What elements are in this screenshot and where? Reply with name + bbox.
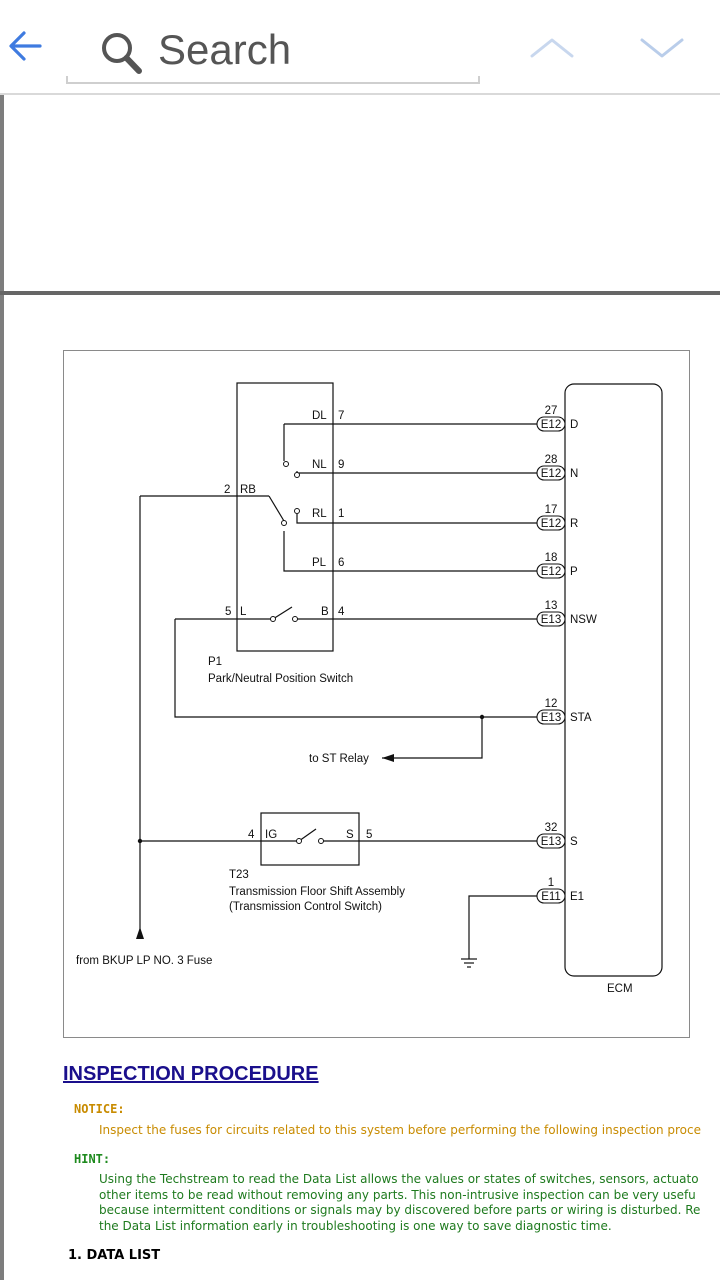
hint-label: HINT: — [74, 1152, 111, 1166]
t23-id: T23 — [229, 869, 249, 881]
pin-l: L — [240, 606, 247, 618]
toolbar-divider — [0, 93, 720, 95]
pin-l-num: 5 — [225, 606, 231, 618]
pin-rl-num: 1 — [338, 508, 344, 520]
ecm-connector-id: E13 — [541, 712, 561, 724]
ecm-pin-number: 32 — [545, 822, 558, 834]
ecm-pin-label: STA — [570, 712, 592, 724]
ecm-pin-number: 28 — [545, 454, 558, 466]
ecm-pin-label: E1 — [570, 891, 584, 903]
ecm-pin-label: NSW — [570, 614, 597, 626]
previous-page — [0, 95, 720, 291]
chevron-up-icon — [530, 38, 574, 58]
t23-ig: IG — [265, 829, 277, 841]
t23-switch-box — [260, 812, 360, 866]
ecm-pin-number: 13 — [545, 600, 558, 612]
ecm-connector-id: E12 — [541, 419, 561, 431]
wiring-diagram-svg: DL 7 NL 9 2 RB RL 1 PL 6 5 L B 4 P1 Park… — [76, 382, 663, 995]
arrow-left-icon — [9, 31, 42, 61]
pin-pl: PL — [312, 557, 327, 569]
t23-s-num: 5 — [366, 829, 372, 841]
hint-line: because intermittent conditions or signa… — [99, 1203, 701, 1217]
st-relay-arrow — [382, 754, 394, 762]
pin-b-num: 4 — [338, 606, 345, 618]
pin-nl: NL — [312, 459, 327, 471]
fuse-arrow — [136, 927, 144, 939]
pin-rb-num: 2 — [224, 484, 230, 496]
t23-ig-num: 4 — [248, 829, 255, 841]
t23-name1: Transmission Floor Shift Assembly — [229, 886, 405, 898]
ecm-connector-id: E12 — [541, 468, 561, 480]
section-heading[interactable]: INSPECTION PROCEDURE — [63, 1063, 319, 1085]
hint-line: Using the Techstream to read the Data Li… — [99, 1172, 699, 1186]
st-relay-label: to ST Relay — [309, 753, 369, 765]
fuse-label: from BKUP LP NO. 3 Fuse — [76, 955, 212, 967]
search-input[interactable] — [158, 22, 468, 78]
ecm-connector-id: E12 — [541, 566, 561, 578]
ecm-pin-label: N — [570, 468, 578, 480]
pin-rl: RL — [312, 508, 327, 520]
ecm-pin-number: 1 — [548, 877, 554, 889]
hint-text: Using the Techstream to read the Data Li… — [99, 1172, 700, 1234]
pin-nl-num: 9 — [338, 459, 344, 471]
wiring-diagram: DL 7 NL 9 2 RB RL 1 PL 6 5 L B 4 P1 Park… — [63, 350, 690, 1038]
pin-rb: RB — [240, 484, 256, 496]
pin-dl-num: 7 — [338, 410, 344, 422]
t23-s: S — [346, 829, 354, 841]
page-separator — [0, 291, 720, 295]
pin-dl: DL — [312, 410, 327, 422]
ecm-pin-label: D — [570, 419, 578, 431]
ecm-pin-label: P — [570, 566, 578, 578]
search-toolbar — [0, 0, 720, 95]
ecm-connector-id: E13 — [541, 836, 561, 848]
p1-id: P1 — [208, 656, 222, 668]
ecm-pin-number: 17 — [545, 504, 558, 516]
ecm-label: ECM — [607, 983, 633, 995]
previous-result-button[interactable] — [526, 30, 578, 64]
t23-name2: (Transmission Control Switch) — [229, 901, 382, 913]
data-list-heading: 1. DATA LIST — [68, 1248, 161, 1263]
p1-switch-box — [236, 382, 334, 652]
ecm-pin-number: 12 — [545, 698, 558, 710]
chevron-down-icon — [640, 38, 684, 58]
ecm-pin-number: 27 — [545, 405, 558, 417]
next-result-button[interactable] — [636, 30, 688, 64]
ecm-pin-label: R — [570, 518, 578, 530]
hint-line: other items to be read without removing … — [99, 1187, 696, 1202]
back-button[interactable] — [4, 24, 48, 68]
ecm-connector-id: E13 — [541, 614, 561, 626]
pin-b: B — [321, 606, 329, 618]
pin-pl-num: 6 — [338, 557, 344, 569]
ecm-pin-label: S — [570, 836, 578, 848]
ecm-connector-id: E12 — [541, 518, 561, 530]
search-icon — [102, 33, 142, 74]
hint-line: the Data List information early in troub… — [99, 1218, 612, 1233]
ecm-connector-id: E11 — [541, 891, 561, 903]
notice-label: NOTICE: — [74, 1102, 125, 1116]
p1-name: Park/Neutral Position Switch — [208, 673, 353, 685]
notice-text: Inspect the fuses for circuits related t… — [99, 1123, 701, 1137]
ecm-box — [564, 383, 663, 977]
ecm-pin-number: 18 — [545, 552, 558, 564]
search-field[interactable] — [66, 18, 480, 84]
